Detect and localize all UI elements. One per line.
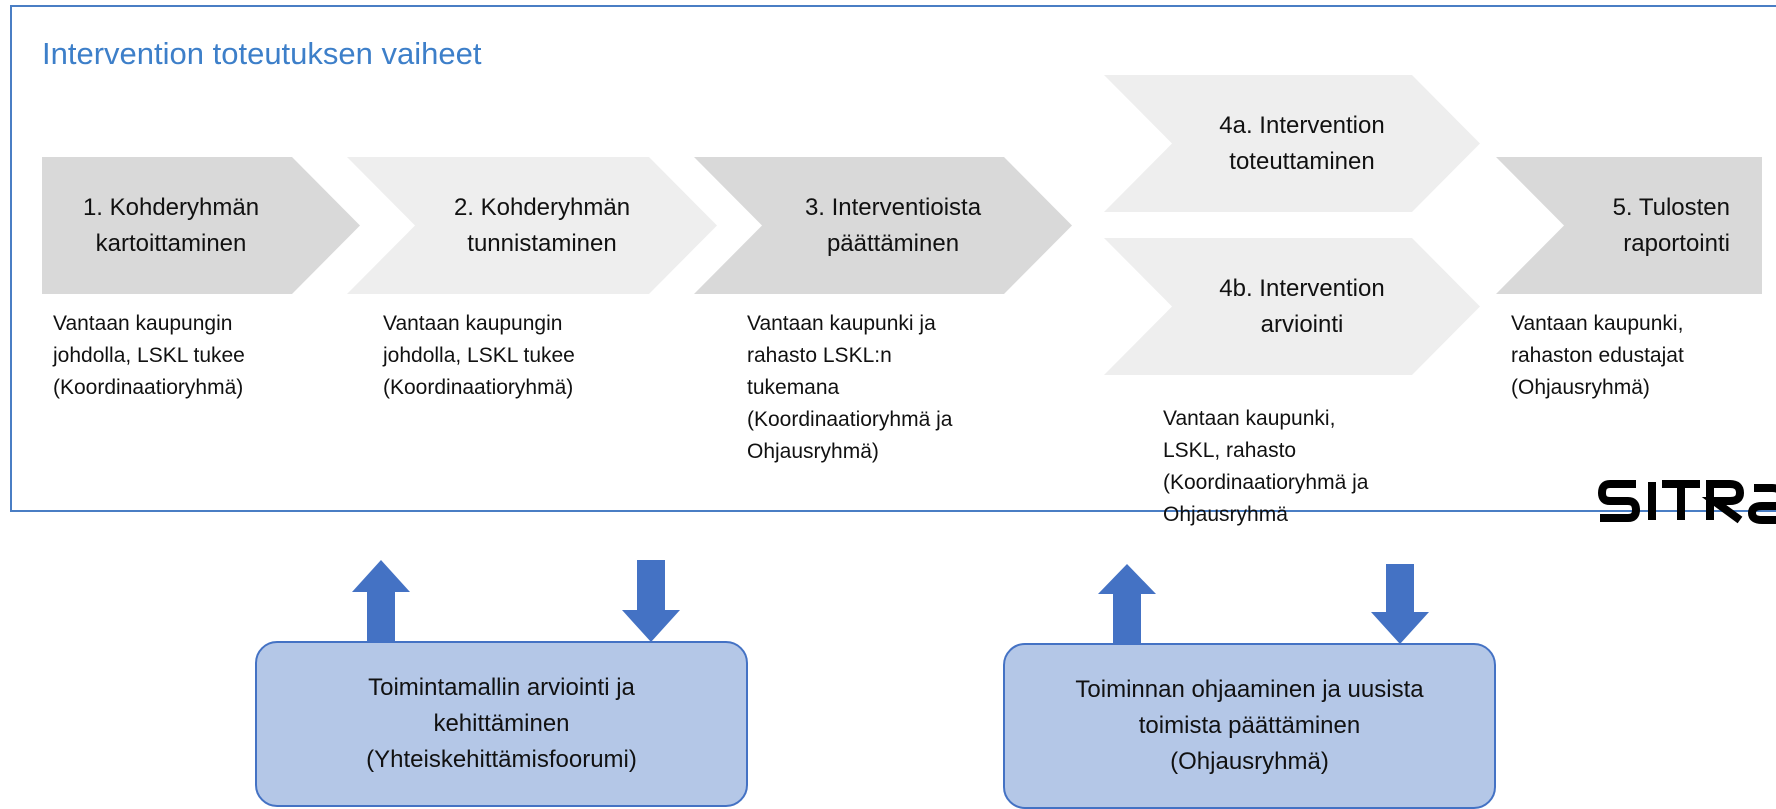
- step-4-responsible-line: Ohjausryhmä: [1163, 503, 1288, 526]
- box-1-line: kehittäminen: [433, 710, 570, 737]
- steering-group-box: Toiminnan ohjaaminen ja uusista toimista…: [1003, 643, 1496, 809]
- arrow-up-icon: [1098, 564, 1156, 649]
- step-4-responsible-line: Vantaan kaupunki,: [1163, 407, 1336, 430]
- step-2-responsible: Vantaan kaupungin johdolla, LSKL tukee (…: [383, 308, 575, 404]
- step-5-responsible: Vantaan kaupunki, rahaston edustajat (Oh…: [1511, 308, 1684, 404]
- step-3-label-line-1: 3. Interventioista: [804, 193, 982, 221]
- step-4b-label-line-1: 4b. Intervention: [1219, 274, 1385, 302]
- box-2-line: Toiminnan ohjaaminen ja uusista: [1075, 676, 1424, 703]
- arrow-up-icon: [352, 560, 410, 647]
- step-5-label-line-1: 5. Tulosten: [1612, 193, 1730, 221]
- step-1-responsible: Vantaan kaupungin johdolla, LSKL tukee (…: [53, 308, 245, 404]
- step-3-responsible-line: rahasto LSKL:n: [747, 344, 892, 367]
- step-1-label-line-2: kartoittaminen: [95, 229, 247, 257]
- step-4a-label-line-2: toteuttaminen: [1229, 147, 1375, 175]
- box-2-line: toimista päättäminen: [1138, 712, 1361, 739]
- step-2-responsible-line: johdolla, LSKL tukee: [383, 344, 575, 367]
- step-4b-label-line-2: arviointi: [1260, 310, 1344, 338]
- diagram-title: Intervention toteutuksen vaiheet: [42, 36, 482, 71]
- step-1-label-line-1: 1. Kohderyhmän: [82, 193, 260, 221]
- box-2-line: (Ohjausryhmä): [1170, 748, 1329, 775]
- step-3-label-line-2: päättäminen: [826, 229, 960, 257]
- step-4a-chevron: 4a. Intervention toteuttaminen: [1104, 75, 1480, 212]
- step-3-responsible-line: Vantaan kaupunki ja: [747, 312, 936, 335]
- step-5-responsible-line: (Ohjausryhmä): [1511, 376, 1650, 399]
- step-2-chevron: 2. Kohderyhmän tunnistaminen: [347, 157, 717, 294]
- step-2-responsible-line: Vantaan kaupungin: [383, 312, 563, 335]
- step-5-responsible-line: rahaston edustajat: [1511, 344, 1684, 367]
- step-3-responsible-line: Ohjausryhmä): [747, 440, 879, 463]
- step-2-label-line-2: tunnistaminen: [467, 229, 617, 257]
- step-1-responsible-line: johdolla, LSKL tukee: [53, 344, 245, 367]
- step-3-responsible: Vantaan kaupunki ja rahasto LSKL:n tukem…: [747, 308, 952, 468]
- sitra-logo: [1596, 474, 1776, 530]
- step-4-responsible-line: LSKL, rahasto: [1163, 439, 1297, 462]
- step-3-responsible-line: tukemana: [747, 376, 840, 399]
- step-4-responsible-line: (Koordinaatioryhmä ja: [1163, 471, 1369, 494]
- step-3-chevron: 3. Interventioista päättäminen: [694, 157, 1072, 294]
- step-1-responsible-line: (Koordinaatioryhmä): [53, 376, 244, 399]
- box-1-line: Toimintamallin arviointi ja: [368, 674, 635, 701]
- step-5-responsible-line: Vantaan kaupunki,: [1511, 312, 1684, 335]
- step-2-responsible-line: (Koordinaatioryhmä): [383, 376, 574, 399]
- step-3-responsible-line: (Koordinaatioryhmä ja: [747, 408, 953, 431]
- arrow-down-icon: [1371, 564, 1429, 649]
- step-2-label-line-1: 2. Kohderyhmän: [453, 193, 631, 221]
- step-4b-chevron: 4b. Intervention arviointi: [1104, 238, 1480, 375]
- step-1-responsible-line: Vantaan kaupungin: [53, 312, 233, 335]
- step-5-chevron: 5. Tulosten raportointi: [1496, 157, 1776, 294]
- box-1-line: (Yhteiskehittämisfoorumi): [366, 746, 637, 773]
- step-4-responsible: Vantaan kaupunki, LSKL, rahasto (Koordin…: [1163, 403, 1368, 531]
- step-4a-label-line-1: 4a. Intervention: [1219, 111, 1385, 139]
- evaluation-forum-box: Toimintamallin arviointi ja kehittäminen…: [255, 641, 748, 807]
- arrow-down-icon: [622, 560, 680, 647]
- step-1-chevron: 1. Kohderyhmän kartoittaminen: [42, 157, 360, 294]
- step-5-label-line-2: raportointi: [1623, 229, 1730, 257]
